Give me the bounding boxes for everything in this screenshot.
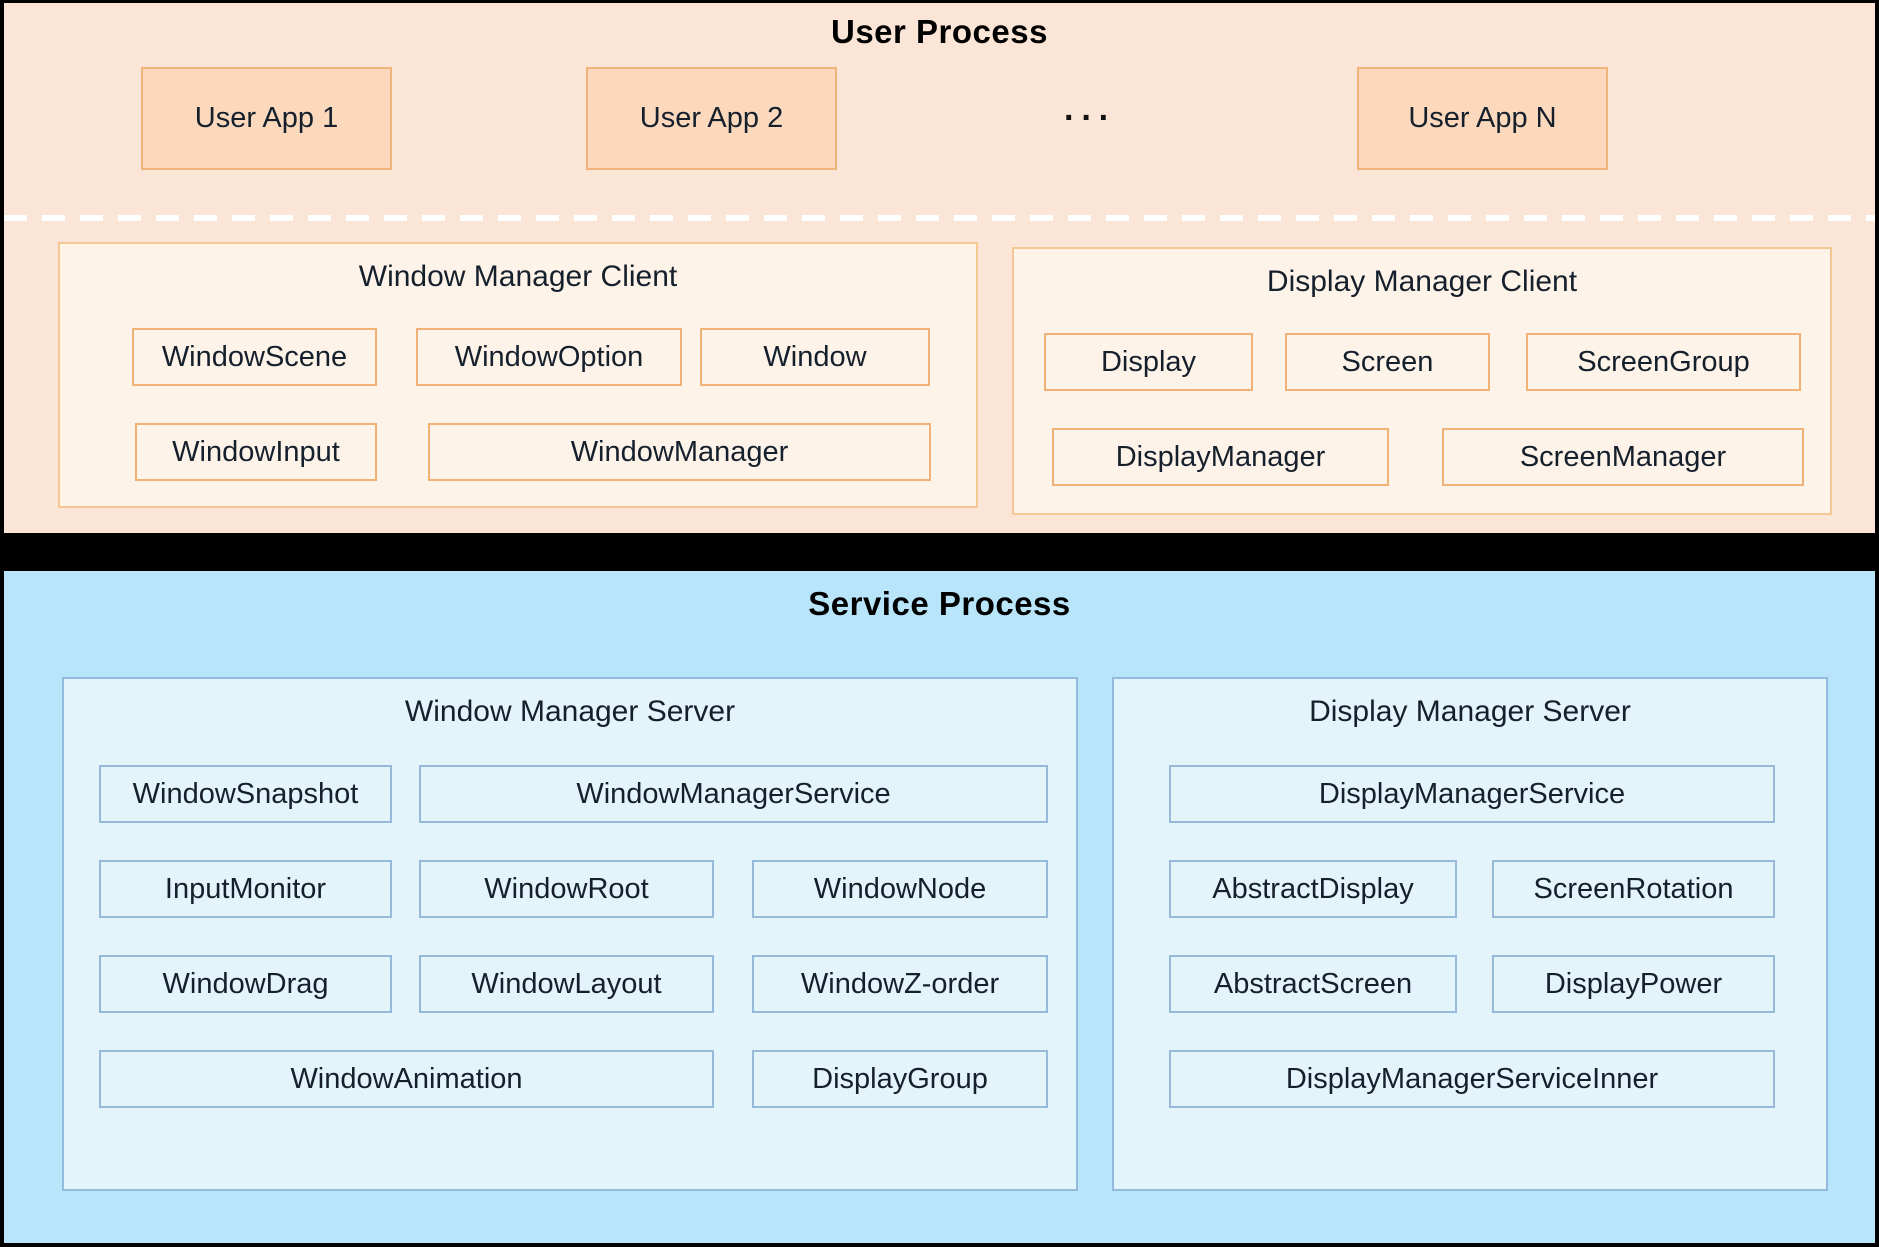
display-manager-server-title: Display Manager Server [1309,695,1631,728]
class-box-windowanimation: WindowAnimation [99,1050,714,1108]
service-process-section: Service Process Window Manager Server Wi… [4,571,1875,1243]
display-manager-client-box: Display Manager Client Display Screen Sc… [1012,247,1832,515]
class-box-abstractdisplay: AbstractDisplay [1169,860,1457,918]
class-box-screengroup: ScreenGroup [1526,333,1801,391]
class-box-windowoption: WindowOption [416,328,682,386]
display-manager-client-title: Display Manager Client [1266,265,1578,298]
window-manager-server-box: Window Manager Server WindowSnapshot Win… [62,677,1078,1191]
process-boundary-dashed-line [4,215,1875,221]
class-box-windowmanagerservice: WindowManagerService [419,765,1048,823]
display-manager-server-box: Display Manager Server DisplayManagerSer… [1112,677,1828,1191]
class-box-windowzorder: WindowZ-order [752,955,1048,1013]
class-box-windowsnapshot: WindowSnapshot [99,765,392,823]
class-box-window: Window [700,328,930,386]
class-box-displaypower: DisplayPower [1492,955,1775,1013]
class-box-displaymanager: DisplayManager [1052,428,1389,486]
class-box-displaygroup: DisplayGroup [752,1050,1048,1108]
class-box-displaymanagerserviceinner: DisplayManagerServiceInner [1169,1050,1775,1108]
window-manager-client-title: Window Manager Client [358,260,678,293]
user-app-n-box: User App N [1357,67,1608,170]
service-process-title: Service Process [808,585,1071,622]
class-box-windowroot: WindowRoot [419,860,714,918]
user-app-2-box: User App 2 [586,67,837,170]
class-box-windowscene: WindowScene [132,328,377,386]
class-box-windownode: WindowNode [752,860,1048,918]
window-manager-client-box: Window Manager Client WindowScene Window… [58,242,978,508]
class-box-windowlayout: WindowLayout [419,955,714,1013]
class-box-windowdrag: WindowDrag [99,955,392,1013]
class-box-windowmanager: WindowManager [428,423,931,481]
class-box-inputmonitor: InputMonitor [99,860,392,918]
user-app-1-box: User App 1 [141,67,392,170]
class-box-screenmanager: ScreenManager [1442,428,1804,486]
user-process-section: User Process User App 1 User App 2 ··· U… [4,3,1875,533]
window-manager-server-title: Window Manager Server [404,695,736,728]
class-box-display: Display [1044,333,1253,391]
user-process-title: User Process [831,13,1048,50]
class-box-screen: Screen [1285,333,1490,391]
class-box-displaymanagerservice: DisplayManagerService [1169,765,1775,823]
class-box-abstractscreen: AbstractScreen [1169,955,1457,1013]
class-box-screenrotation: ScreenRotation [1492,860,1775,918]
class-box-windowinput: WindowInput [135,423,377,481]
apps-ellipsis: ··· [1064,99,1116,137]
